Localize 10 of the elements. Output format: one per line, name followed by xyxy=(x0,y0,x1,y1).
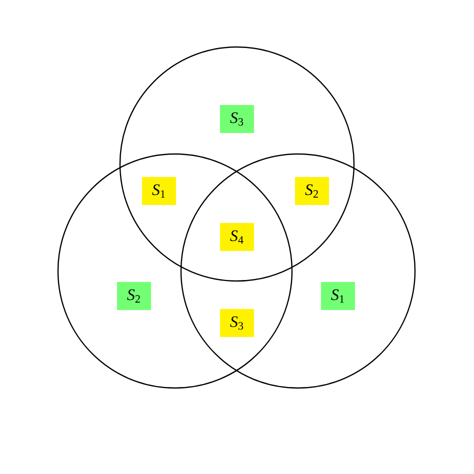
set-circle xyxy=(180,153,416,389)
set-label: S$_{2}$ xyxy=(295,177,329,205)
set-label: S$_{4}$ xyxy=(220,223,254,251)
set-label: S$_{1}$ xyxy=(142,177,176,205)
set-label: S$_{3}$ xyxy=(220,309,254,337)
set-label: S$_{3}$ xyxy=(220,105,254,133)
set-circle xyxy=(57,153,293,389)
set-label: S$_{1}$ xyxy=(321,282,355,310)
set-label: S$_{2}$ xyxy=(117,282,151,310)
set-circle xyxy=(119,46,355,282)
